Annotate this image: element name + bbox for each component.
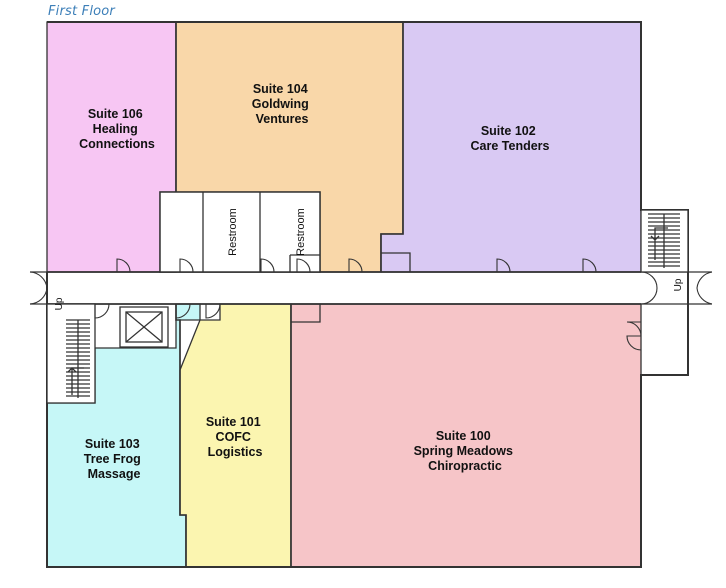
- suite-101-label: Suite 101 COFC Logistics: [206, 415, 264, 459]
- door-102-b: [582, 258, 597, 273]
- elevator-cross: [125, 311, 163, 343]
- door-restroom-3: [296, 258, 311, 273]
- door-106: [116, 258, 131, 273]
- restroom-block: [159, 191, 321, 273]
- east-stair-up-label: Up: [673, 278, 684, 291]
- door-west-exterior: [29, 271, 48, 305]
- suite-106-label: Suite 106 Healing Connections: [79, 107, 155, 151]
- east-stair-treads: [648, 213, 680, 268]
- suite-104-label: Suite 104 Goldwing Ventures: [252, 82, 312, 126]
- door-101: [205, 303, 221, 319]
- suite-100-label: Suite 100 Spring Meadows Chiropractic: [414, 429, 517, 473]
- door-100-east: [626, 321, 642, 351]
- floor-title: First Floor: [48, 4, 115, 19]
- corridor-west-end: [30, 271, 47, 305]
- wall-100-jog: [291, 304, 321, 323]
- suite-102-label: Suite 102 Care Tenders: [471, 124, 550, 153]
- door-corridor-west: [94, 303, 110, 319]
- door-restroom-2: [260, 258, 275, 273]
- doors: [29, 258, 713, 351]
- west-stair-up-label: Up: [54, 297, 65, 310]
- door-102-a: [496, 258, 511, 273]
- restroom-partition-3: [289, 254, 320, 272]
- elevator-car: [125, 311, 163, 343]
- door-restroom-1: [179, 258, 194, 273]
- restroom-label-1: Restroom: [227, 208, 239, 256]
- wall-102-jog: [381, 252, 411, 272]
- door-east-exterior: [696, 271, 713, 305]
- suite-103-label: Suite 103 Tree Frog Massage: [84, 437, 144, 481]
- door-104: [348, 258, 363, 273]
- east-stair-arrow: [650, 227, 668, 260]
- west-stair-arrow: [67, 367, 84, 395]
- restroom-label-2: Restroom: [295, 208, 307, 256]
- door-103: [175, 303, 191, 319]
- door-corridor-east: [640, 271, 658, 305]
- west-stair-treads: [66, 319, 90, 398]
